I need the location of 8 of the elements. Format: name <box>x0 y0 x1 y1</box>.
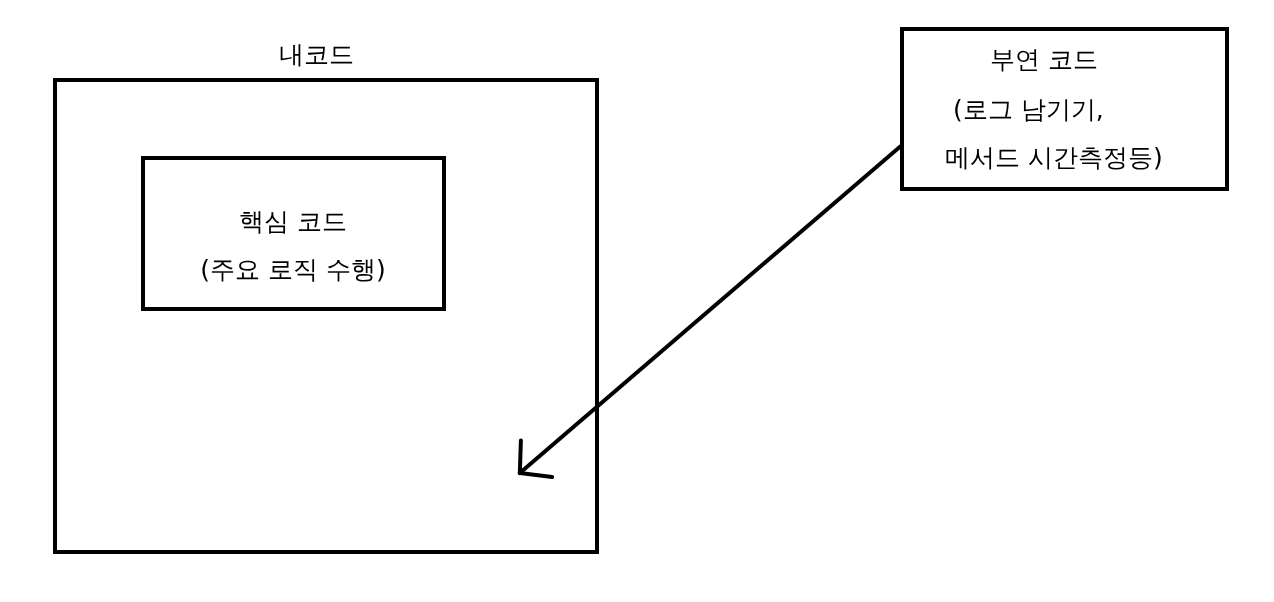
inner-box <box>141 156 446 311</box>
box-note: (로그 남기기, 메서드 시간측정등) <box>945 94 1163 174</box>
side-box <box>900 27 1229 191</box>
box-heading: 내코드 <box>278 39 354 71</box>
box-title: 부연 코드 <box>990 44 1098 76</box>
box-title: 핵심 코드 <box>239 206 347 238</box>
box-note: (주요 로직 수행) <box>200 254 386 286</box>
arrow <box>517 144 902 479</box>
